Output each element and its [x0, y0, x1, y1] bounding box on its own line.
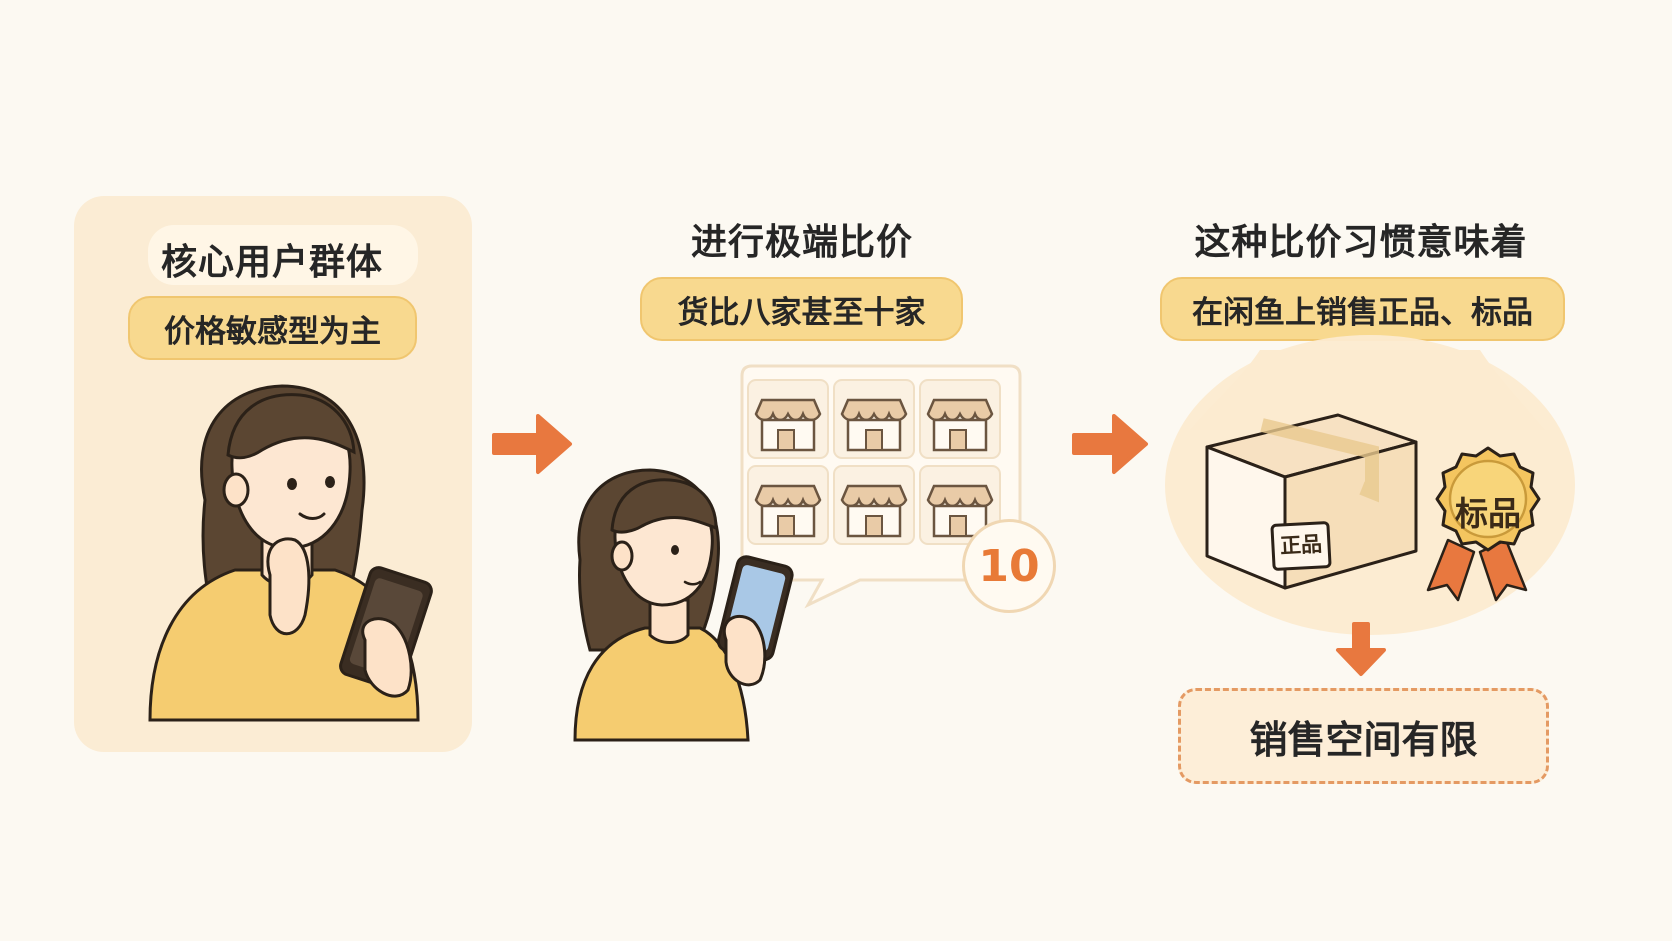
shop-icon	[919, 465, 1001, 545]
step1-title: 核心用户群体	[160, 242, 384, 283]
shop-icon	[747, 465, 829, 545]
standard-product-medal-icon	[1435, 446, 1541, 552]
shop-icon	[833, 379, 915, 459]
count-badge: 10	[962, 519, 1056, 613]
step2-title: 进行极端比价	[690, 222, 914, 263]
result-box: 销售空间有限	[1178, 688, 1549, 784]
step3-title: 这种比价习惯意味着	[1194, 222, 1528, 263]
shop-icon	[747, 379, 829, 459]
shop-icon	[833, 465, 915, 545]
authentic-stamp-label: 正品	[1279, 531, 1323, 559]
woman-with-phone-illustration	[148, 384, 433, 722]
woman-comparing-prices-illustration	[573, 468, 794, 742]
package-box-icon	[1205, 413, 1418, 590]
arrow-right-icon	[1072, 414, 1148, 474]
arrow-right-icon	[492, 414, 572, 474]
box-and-medal-illustration	[1165, 335, 1575, 676]
shop-comparison-bubble	[740, 364, 1022, 609]
medal-label: 标品	[1455, 494, 1521, 533]
shop-icon	[919, 379, 1001, 459]
step1-tag: 价格敏感型为主	[128, 296, 417, 360]
authentic-stamp	[1270, 521, 1332, 571]
step1-title-background	[148, 225, 418, 285]
step2-tag: 货比八家甚至十家	[640, 277, 963, 341]
arrow-down-icon	[1336, 622, 1386, 676]
